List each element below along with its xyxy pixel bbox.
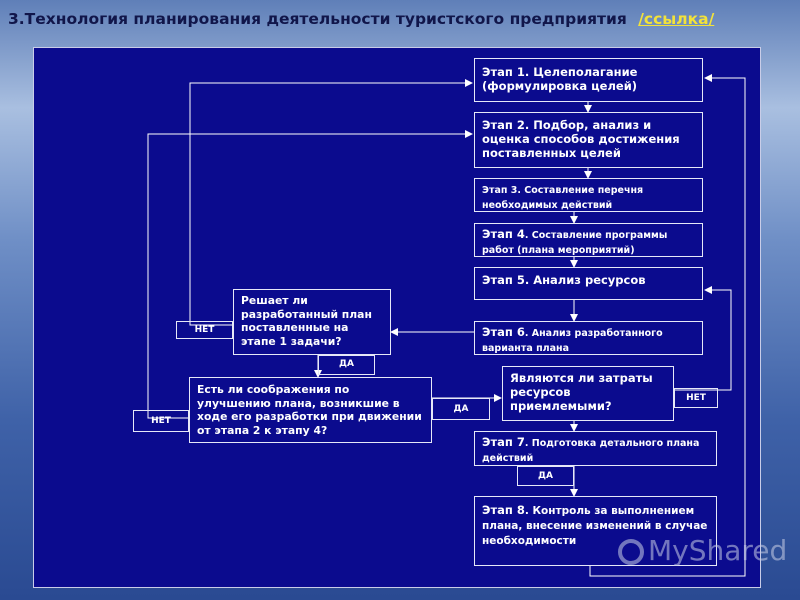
arrow-s8-s1 xyxy=(589,74,746,577)
page-title: 3.Технология планирования деятельности т… xyxy=(8,10,792,28)
stage-1-box: Этап 1. Целеполагание (формулировка целе… xyxy=(474,58,703,102)
stage-5-box: Этап 5. Анализ ресурсов xyxy=(474,267,703,300)
stage-6-label: Этап 6 xyxy=(482,325,525,339)
stage-8-label: Этап 8 xyxy=(482,503,525,517)
yes-tag-q1: ДА xyxy=(318,355,375,375)
stage-4-box: Этап 4. Составление программы работ (пла… xyxy=(474,223,703,257)
stage-7-box: Этап 7. Подготовка детального плана дейс… xyxy=(474,431,717,466)
no-tag-q1: НЕТ xyxy=(176,321,233,339)
stage-3-box: Этап 3. Составление перечня необходимых … xyxy=(474,178,703,212)
watermark-ring-icon xyxy=(618,539,644,565)
stage-1-text: Этап 1. Целеполагание (формулировка целе… xyxy=(482,65,638,93)
no-tag-q2: НЕТ xyxy=(133,410,189,432)
stage-4-text: . Составление программы работ (плана мер… xyxy=(482,230,668,256)
yes-tag-s7: ДА xyxy=(517,466,574,486)
stage-4-label: Этап 4 xyxy=(482,227,525,241)
flowchart-panel xyxy=(33,47,761,588)
stage-3-text: Этап 3. Составление перечня необходимых … xyxy=(482,185,644,211)
watermark-logo: MyShared xyxy=(618,534,787,567)
no-tag-q3: НЕТ xyxy=(674,388,718,408)
stage-6-box: Этап 6. Анализ разработанного варианта п… xyxy=(474,321,703,355)
question-3-box: Являются ли затраты ресурсов приемлемыми… xyxy=(502,366,674,421)
stage-7-label: Этап 7 xyxy=(482,435,525,449)
title-link[interactable]: /ссылка/ xyxy=(638,10,715,28)
stage-2-text: Этап 2. Подбор, анализ и оценка способов… xyxy=(482,118,680,160)
watermark-text: MyShared xyxy=(648,534,788,567)
arrow-q2-no-s2 xyxy=(147,130,473,419)
arrow-q3-no-s5 xyxy=(674,286,732,391)
question-1-box: Решает ли разработанный план поставленны… xyxy=(233,289,391,355)
arrow-q1-no-s1 xyxy=(189,79,473,326)
stage-7-text: . Подготовка детального плана действий xyxy=(482,438,700,464)
question-2-box: Есть ли соображения по улучшению плана, … xyxy=(189,377,432,443)
stage-8-text: . Контроль за выполнением плана, внесени… xyxy=(482,505,708,547)
stage-5-text: Этап 5. Анализ ресурсов xyxy=(482,273,646,287)
question-2-text: Есть ли соображения по улучшению плана, … xyxy=(197,383,422,437)
yes-tag-q2: ДА xyxy=(432,398,490,420)
question-1-text: Решает ли разработанный план поставленны… xyxy=(241,294,372,348)
question-3-text: Являются ли затраты ресурсов приемлемыми… xyxy=(510,371,653,413)
title-text: 3.Технология планирования деятельности т… xyxy=(8,10,627,28)
stage-6-text: . Анализ разработанного варианта плана xyxy=(482,328,663,354)
stage-2-box: Этап 2. Подбор, анализ и оценка способов… xyxy=(474,112,703,168)
stage-8-box: Этап 8. Контроль за выполнением плана, в… xyxy=(474,496,717,566)
